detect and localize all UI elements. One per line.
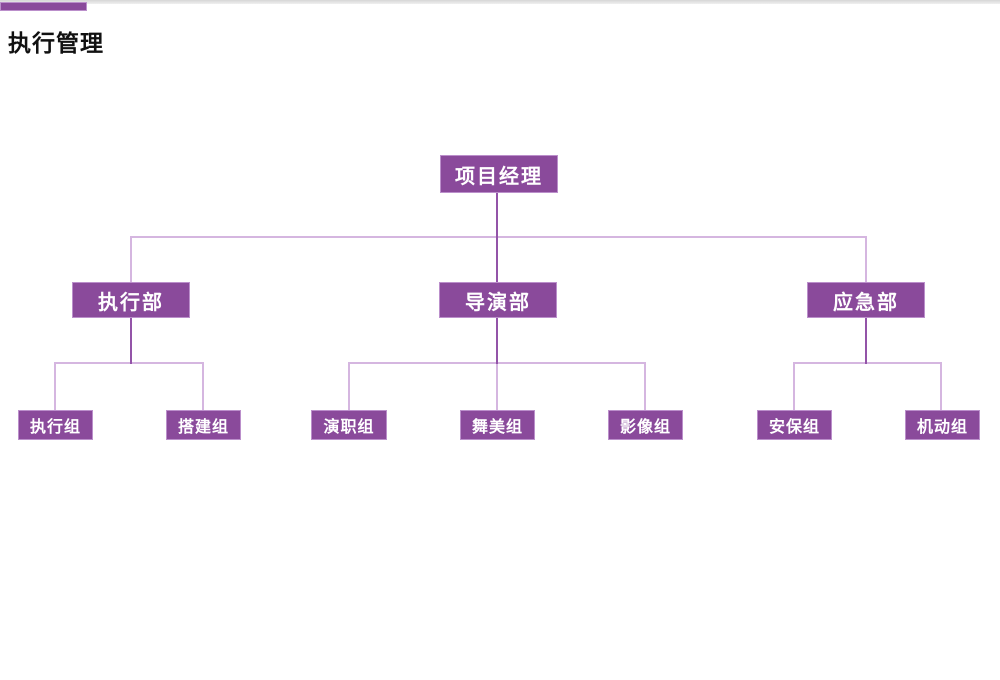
connector-line [54,362,56,410]
connector-spine-line [130,318,132,364]
org-node-security-team[interactable]: 安保组 [757,410,832,440]
connector-line [348,362,350,410]
connector-line [793,362,795,410]
org-node-stage-art-team[interactable]: 舞美组 [460,410,535,440]
connector-line [55,362,203,364]
connector-line [644,362,646,410]
title-accent-bar [0,2,87,11]
org-node-execution-team[interactable]: 执行组 [18,410,93,440]
org-node-cast-team[interactable]: 演职组 [311,410,387,440]
connector-spine-line [496,192,498,282]
org-node-setup-team[interactable]: 搭建组 [166,410,241,440]
org-node-project-manager[interactable]: 项目经理 [440,155,558,193]
org-node-emergency-dept[interactable]: 应急部 [807,282,925,318]
top-divider-line [0,0,1000,4]
connector-line [794,362,942,364]
connector-line [131,236,866,238]
connector-line [202,362,204,410]
connector-spine-line [496,318,498,364]
org-node-mobile-team[interactable]: 机动组 [905,410,980,440]
connector-line [940,362,942,410]
org-node-video-team[interactable]: 影像组 [608,410,683,440]
connector-line [496,362,498,410]
connector-line [130,236,132,282]
page-title: 执行管理 [8,30,104,56]
org-node-execution-dept[interactable]: 执行部 [72,282,190,318]
connector-line [865,236,867,282]
org-node-director-dept[interactable]: 导演部 [439,282,557,318]
connector-spine-line [865,318,867,364]
